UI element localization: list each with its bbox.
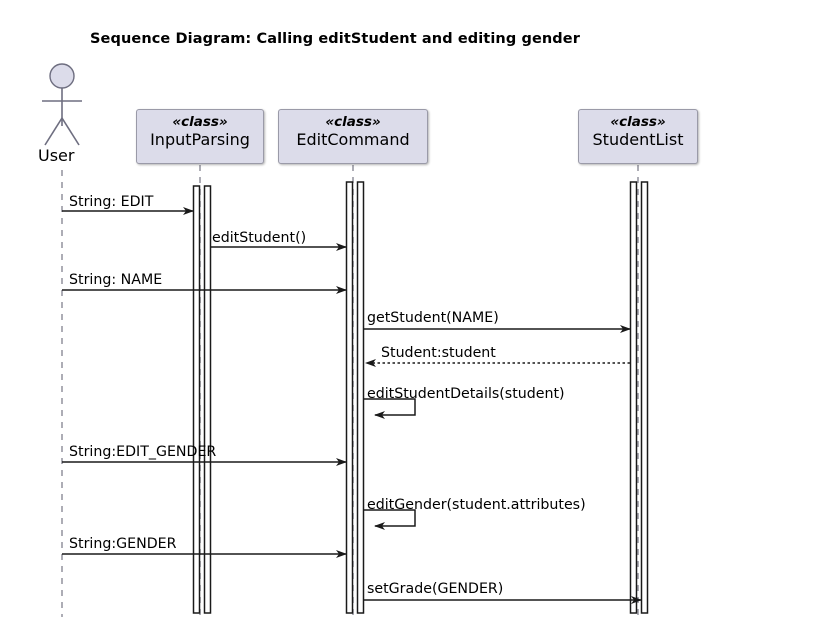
participant-name: InputParsing [150, 129, 250, 149]
participant-name: StudentList [592, 129, 684, 149]
activation-bars [192, 181, 649, 614]
participant-name: EditCommand [296, 129, 410, 149]
activation-studentlist-2 [640, 181, 649, 614]
message-label-editstudentdetails: editStudentDetails(student) [367, 386, 565, 402]
message-arrow-editgender-self [364, 509, 416, 530]
message-label-string-edit: String: EDIT [69, 194, 154, 210]
participant-editcommand[interactable]: «class» EditCommand [278, 109, 428, 164]
actor-label-user: User [38, 146, 75, 165]
message-label-string-gender: String:GENDER [69, 536, 177, 552]
actor-user-figure [42, 63, 82, 146]
activation-inputparsing-1 [192, 185, 201, 614]
message-arrow-editstudentdetails-self [364, 398, 416, 419]
page-title: Sequence Diagram: Calling editStudent an… [90, 31, 580, 47]
activation-studentlist-1 [629, 181, 638, 614]
activation-editcommand-1 [345, 181, 354, 614]
message-label-editgender: editGender(student.attributes) [367, 497, 586, 513]
participant-studentlist[interactable]: «class» StudentList [578, 109, 698, 164]
stereotype-label: «class» [610, 114, 666, 130]
message-label-editstudent: editStudent() [212, 230, 307, 246]
participant-inputparsing[interactable]: «class» InputParsing [136, 109, 264, 164]
stereotype-label: «class» [325, 114, 381, 130]
activation-inputparsing-2 [203, 185, 212, 614]
message-arrows [62, 207, 642, 604]
message-label-string-name: String: NAME [69, 272, 163, 288]
stereotype-label: «class» [172, 114, 228, 130]
message-label-student-return: Student:student [381, 345, 496, 361]
message-label-setgrade: setGrade(GENDER) [367, 581, 504, 597]
activation-editcommand-2 [356, 181, 365, 614]
message-label-getstudent: getStudent(NAME) [367, 310, 499, 326]
message-label-string-edit-gender: String:EDIT_GENDER [69, 444, 217, 460]
